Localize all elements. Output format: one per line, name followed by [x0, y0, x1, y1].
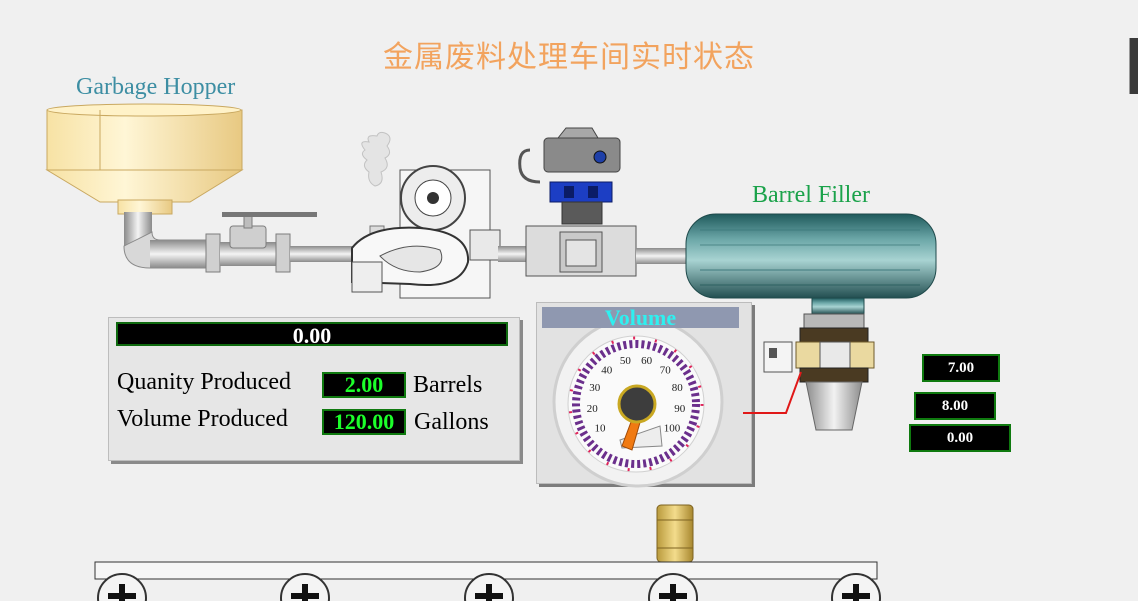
gauge-tick-label: 20 — [587, 403, 599, 415]
gauge-tick-label: 50 — [620, 355, 632, 367]
barrel-icon — [656, 504, 694, 563]
volume-produced-value: 120.00 — [322, 409, 406, 435]
pump-icon — [351, 131, 501, 299]
tank-icon — [685, 213, 937, 431]
hopper-icon — [45, 103, 244, 215]
readout-1: 7.00 — [922, 354, 1000, 382]
gauge-tick-label: 70 — [660, 365, 672, 377]
gauge-tick-label: 90 — [674, 403, 686, 415]
valve-icon — [205, 212, 317, 273]
barrel-filler-label: Barrel Filler — [752, 182, 870, 208]
gauge-tick-label: 80 — [672, 382, 684, 394]
gauge-tick-label: 10 — [595, 423, 607, 435]
quantity-produced-label: Quanity Produced — [117, 369, 291, 395]
gauge-icon — [552, 316, 724, 488]
actuator-valve-icon — [518, 127, 637, 277]
quantity-produced-value: 2.00 — [322, 372, 406, 398]
gauge-tick-label: 100 — [664, 423, 681, 435]
total-display: 0.00 — [116, 322, 508, 348]
readout-3: 0.00 — [909, 424, 1011, 452]
scrollbar-thumb[interactable] — [1129, 38, 1138, 94]
conveyor-roller-icon — [97, 573, 881, 601]
readout-2: 8.00 — [914, 392, 996, 420]
page-title: 金属废料处理车间实时状态 — [383, 40, 755, 75]
quantity-produced-unit: Barrels — [413, 372, 483, 398]
gauge-tick-label: 60 — [641, 355, 653, 367]
gauge-title: Volume — [542, 307, 739, 329]
garbage-hopper-label: Garbage Hopper — [76, 74, 236, 100]
volume-produced-label: Volume Produced — [117, 406, 288, 432]
gauge-tick-label: 40 — [601, 365, 613, 377]
volume-produced-unit: Gallons — [414, 409, 489, 435]
gauge-tick-label: 30 — [589, 382, 601, 394]
